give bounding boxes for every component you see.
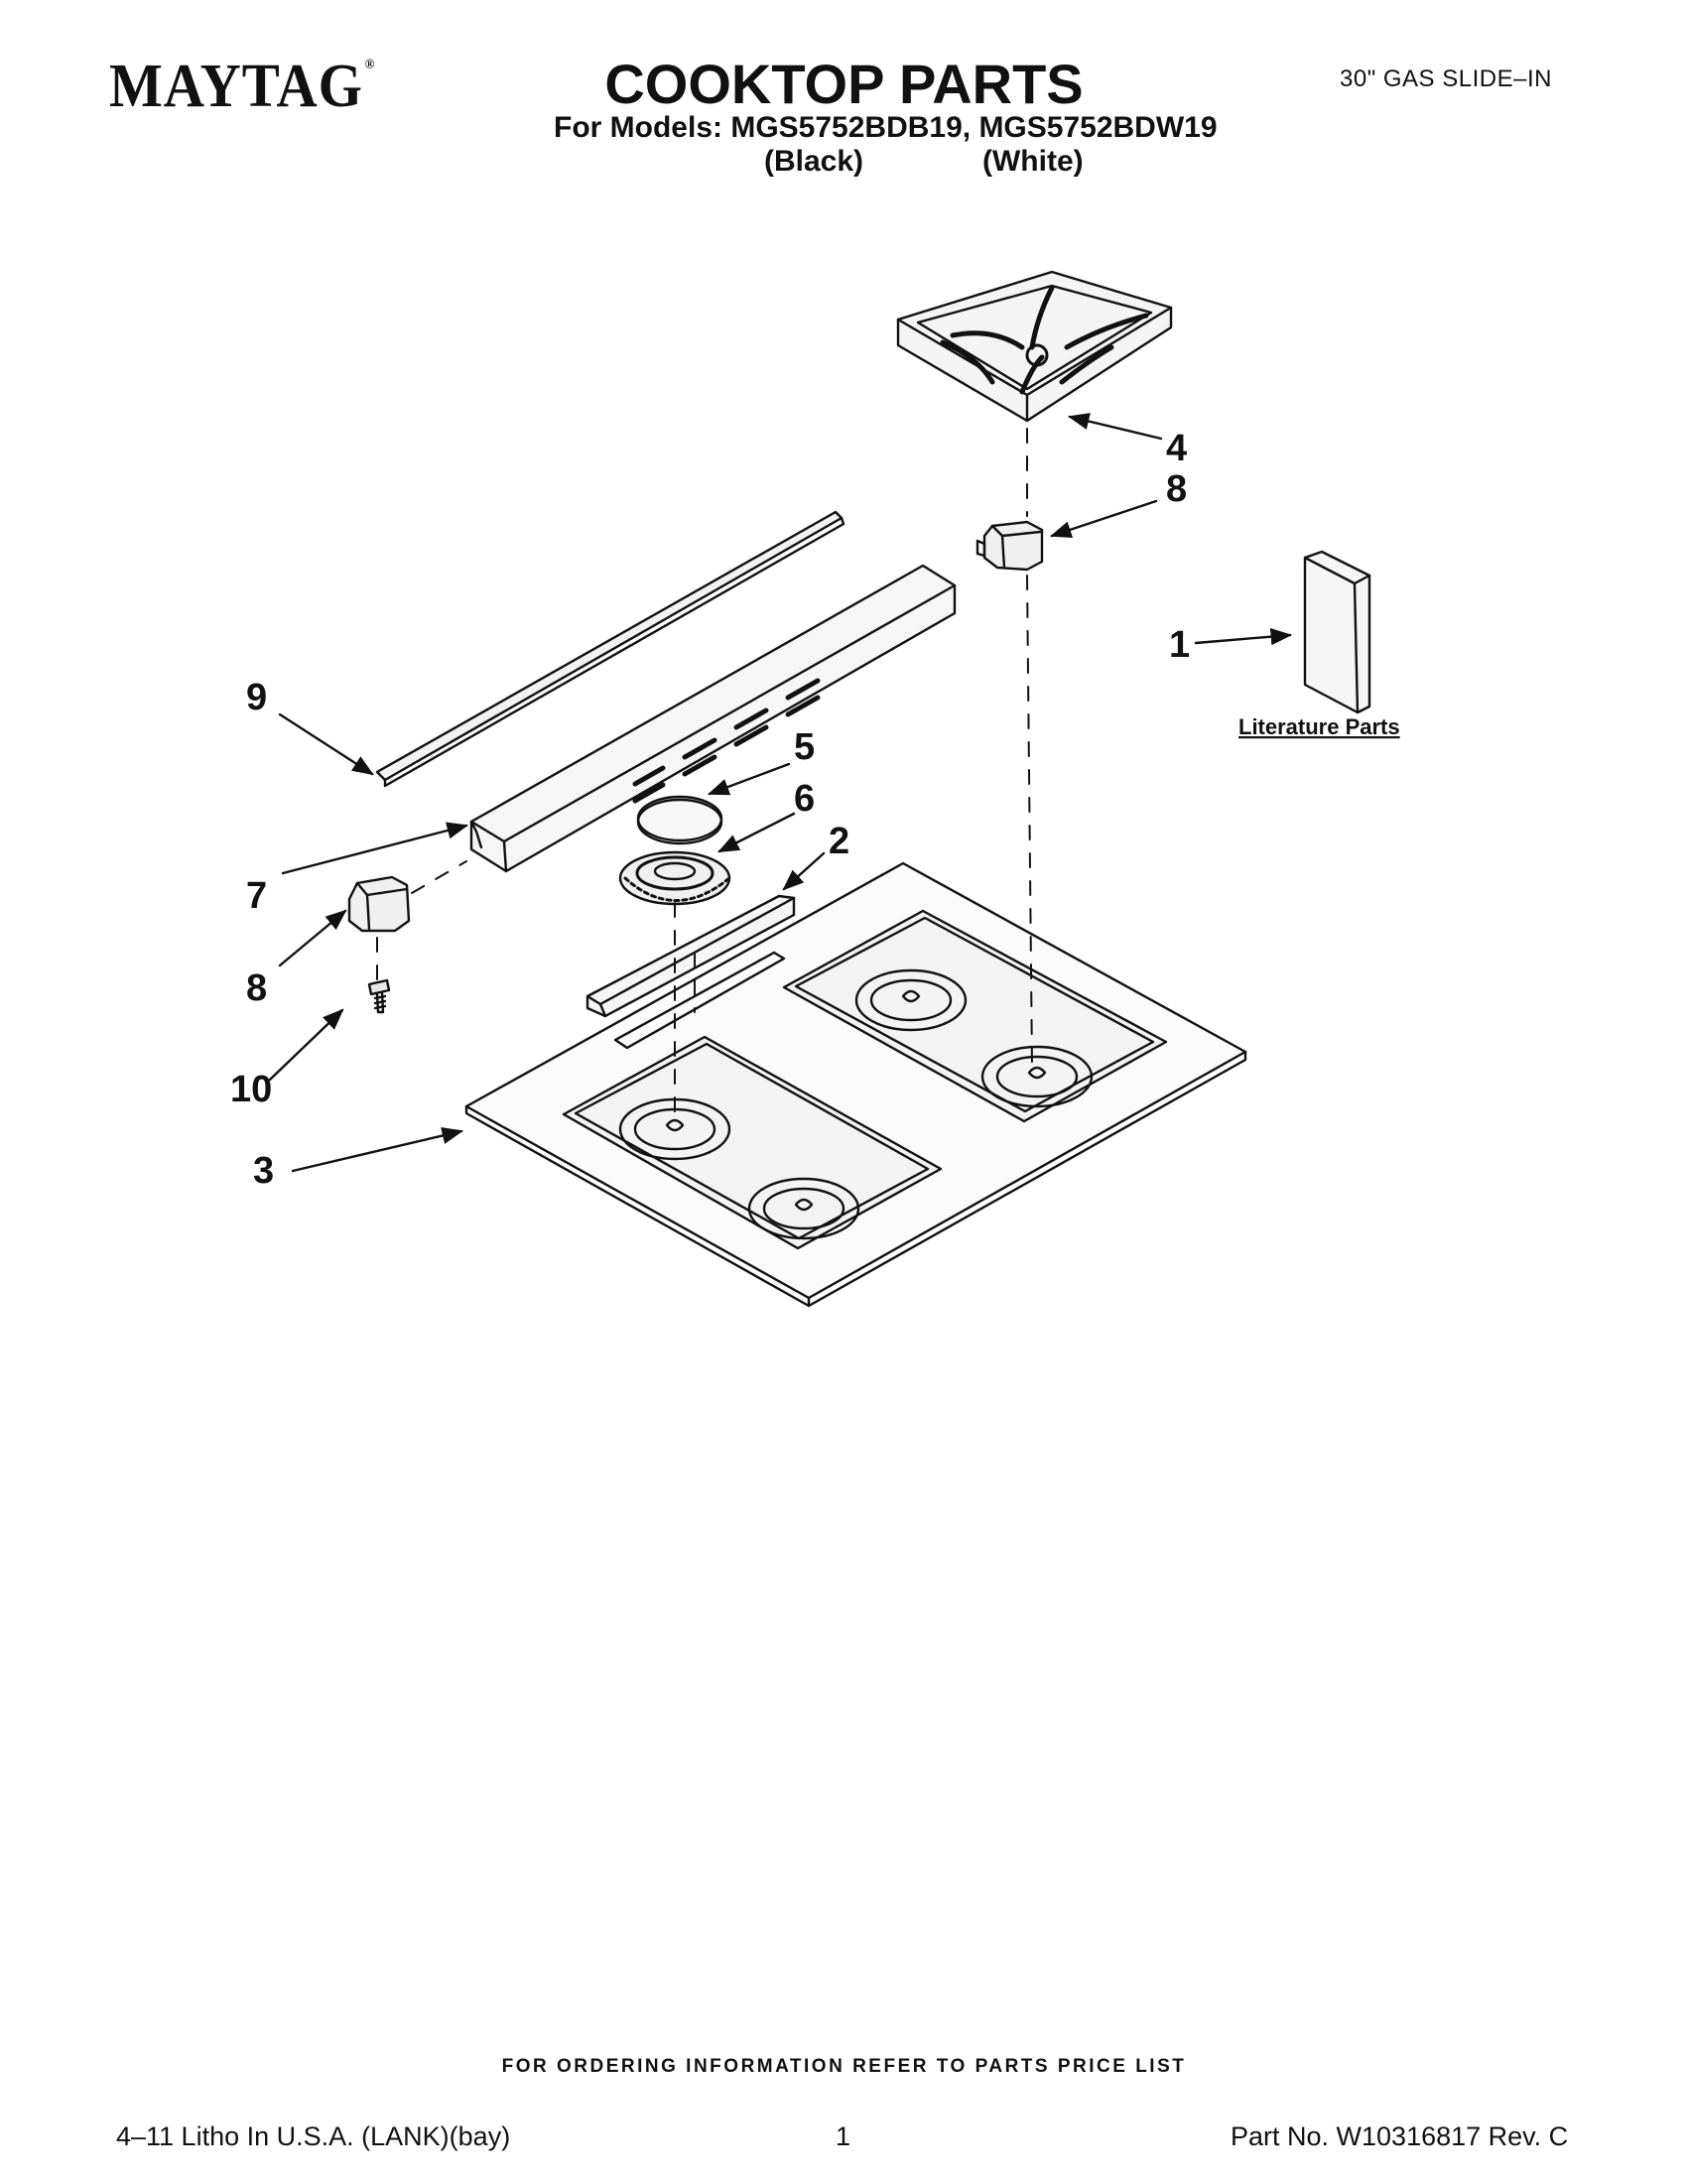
color-label-black: (Black) [764, 145, 864, 178]
callout-7: 7 [246, 875, 267, 917]
end-cap-left [347, 875, 411, 933]
callout-8-left: 8 [246, 967, 267, 1009]
trim-strip [375, 510, 845, 788]
page-number: 1 [836, 2121, 851, 2151]
models-line: For Models: MGS5752BDB19, MGS5752BDW19 [554, 111, 1218, 144]
callout-5: 5 [794, 726, 815, 768]
ordering-note: FOR ORDERING INFORMATION REFER TO PARTS … [501, 2056, 1187, 2077]
literature-packet [1303, 550, 1371, 714]
callout-8-top: 8 [1166, 468, 1187, 510]
manifold-cover [469, 564, 957, 873]
screw [367, 978, 391, 1014]
burner-grate [896, 270, 1173, 423]
brand-name: MAYTAG [109, 53, 363, 120]
callout-3: 3 [253, 1150, 274, 1192]
callout-1: 1 [1169, 624, 1190, 666]
page-title: COOKTOP PARTS [604, 53, 1084, 115]
callout-9: 9 [246, 677, 267, 718]
registered-mark: ® [364, 58, 376, 72]
callout-4: 4 [1166, 428, 1187, 469]
end-cap-top [975, 520, 1044, 572]
callout-10: 10 [230, 1069, 272, 1110]
litho-info: 4–11 Litho In U.S.A. (LANK)(bay) [116, 2121, 511, 2151]
cooktop-panel [464, 861, 1247, 1308]
literature-parts-label: Literature Parts [1238, 714, 1400, 739]
product-type: 30" GAS SLIDE–IN [1340, 65, 1552, 92]
callout-6: 6 [794, 778, 815, 820]
brand-logo: MAYTAG® [109, 52, 375, 122]
callout-2: 2 [829, 821, 849, 862]
callout-leaders [268, 413, 1293, 1173]
burner-base [618, 850, 731, 906]
burner-cap [636, 795, 723, 845]
part-number: Part No. W10316817 Rev. C [1231, 2121, 1569, 2151]
assembly-lines [376, 428, 1033, 1122]
color-label-white: (White) [982, 145, 1084, 178]
bracket [585, 894, 796, 1018]
